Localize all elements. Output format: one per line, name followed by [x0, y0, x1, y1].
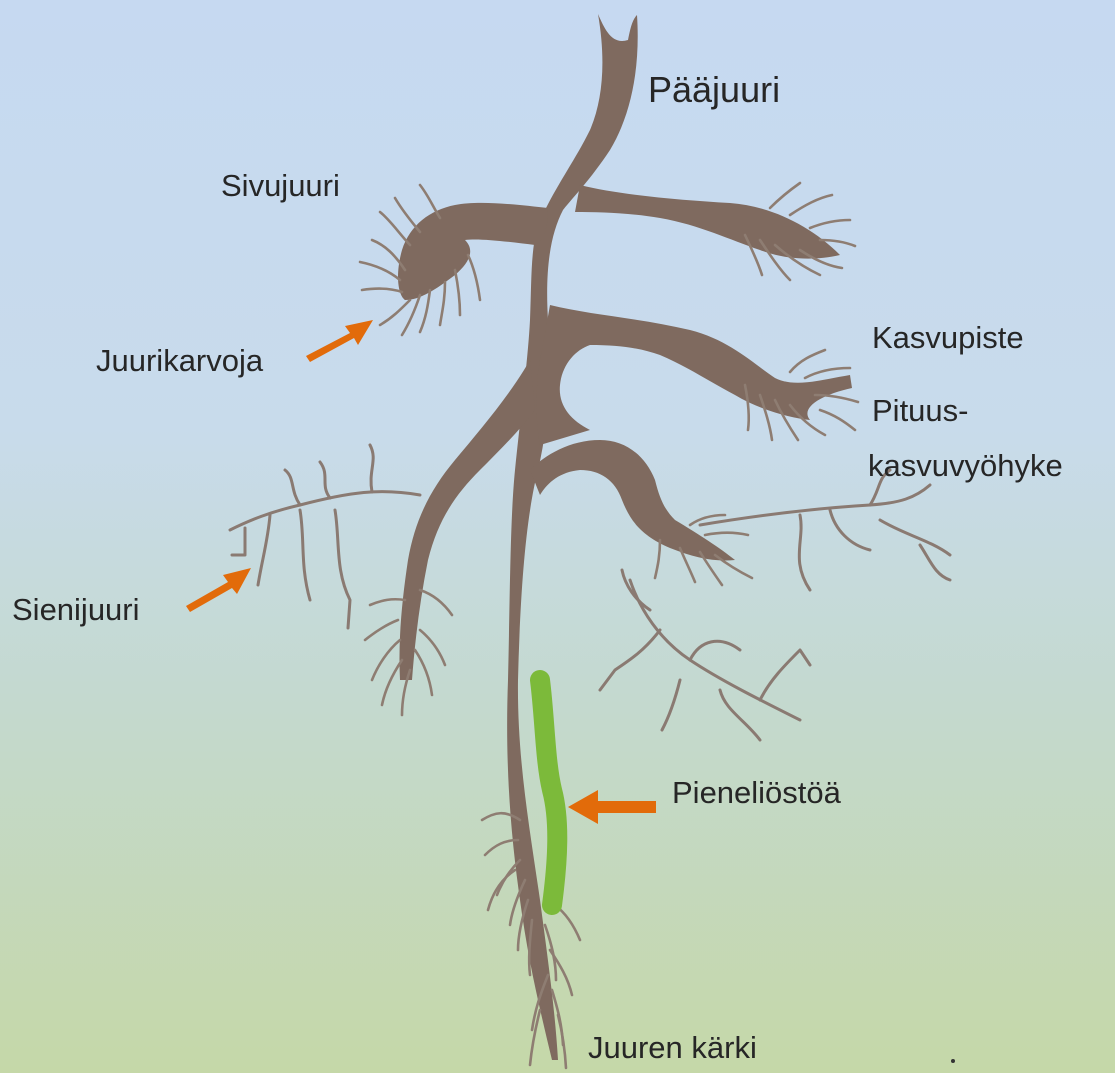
- arrow-sienijuuri: [186, 568, 251, 612]
- label-paajuuri: Pääjuuri: [648, 70, 780, 110]
- label-juuren-karki: Juuren kärki: [588, 1030, 757, 1066]
- label-sienijuuri: Sienijuuri: [12, 592, 140, 628]
- label-pituus-line2: kasvuvyöhyke: [868, 448, 1063, 484]
- arrow-juurikarvoja: [306, 320, 373, 362]
- label-pienelioistoa: Pieneliöstöä: [672, 775, 841, 811]
- root-system: [398, 14, 852, 1060]
- label-juurikarvoja: Juurikarvoja: [96, 343, 263, 379]
- label-sivujuuri: Sivujuuri: [221, 168, 340, 204]
- stray-dot: [951, 1059, 955, 1063]
- label-pituus-line1: Pituus-: [872, 393, 968, 429]
- arrow-pienelioistoa: [568, 790, 656, 824]
- label-kasvupiste: Kasvupiste: [872, 320, 1024, 356]
- microbe-colony: [540, 680, 557, 905]
